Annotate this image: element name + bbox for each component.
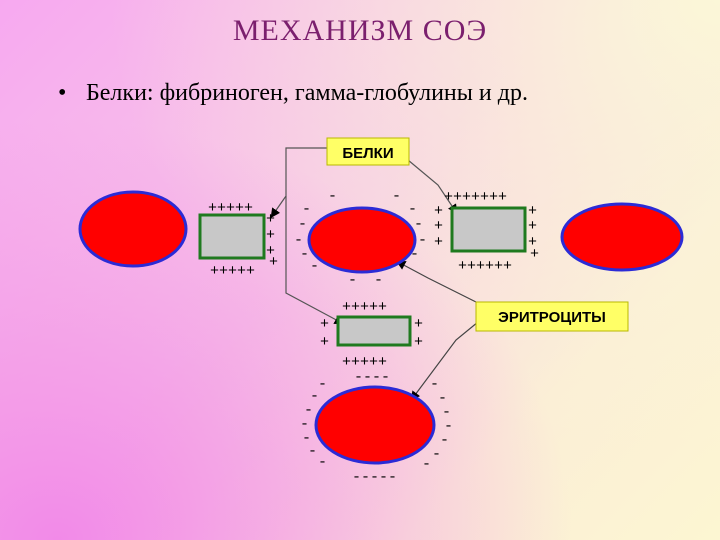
charge-minus: -: [300, 416, 309, 433]
charge-plus: +: [434, 234, 443, 251]
erythrocyte-pointer-line: [410, 321, 479, 401]
charge-plus: +: [530, 246, 539, 263]
charge-minus: -: [300, 246, 309, 263]
charge-minus: -: [308, 443, 317, 460]
charge-row: ----: [354, 369, 390, 386]
bullet-line: • Белки: фибриноген, гамма-глобулины и др…: [58, 80, 528, 107]
charge-row: +++++++: [444, 189, 507, 206]
charge-row: +++++: [342, 354, 387, 371]
charge-minus: -: [438, 390, 447, 407]
charge-row: ++++++: [458, 258, 512, 275]
charge-minus: -: [422, 456, 431, 473]
charge-minus: -: [310, 258, 319, 275]
erythrocytes-label-box: [475, 301, 629, 332]
charge-plus: +: [266, 211, 275, 228]
charge-plus: +: [434, 218, 443, 235]
charge-row: -----: [352, 469, 397, 486]
charge-minus: -: [430, 376, 439, 393]
charge-plus: +: [320, 316, 329, 333]
erythrocyte-left: [78, 190, 188, 268]
charge-minus: -: [444, 418, 453, 435]
slide-title: МЕХАНИЗМ СОЭ: [232, 14, 488, 47]
charge-minus: -: [414, 216, 423, 233]
charge-plus: +: [528, 234, 537, 251]
erythrocyte-bottom: [314, 385, 436, 465]
charge-minus: -: [310, 388, 319, 405]
charge-plus: +: [266, 227, 275, 244]
charge-plus: +: [528, 218, 537, 235]
charge-minus: -: [432, 446, 441, 463]
charge-minus: -: [348, 272, 357, 289]
charge-plus: +: [269, 254, 278, 271]
charge-minus: -: [418, 232, 427, 249]
charge-plus: +: [528, 203, 537, 220]
charge-row: +++++: [208, 200, 253, 217]
charge-minus: -: [294, 232, 303, 249]
charge-minus: -: [408, 201, 417, 218]
erythrocyte-pointer-line: [395, 260, 477, 303]
protein-pointer-line: [407, 159, 458, 214]
proteins-label: БЕЛКИ: [342, 145, 393, 162]
charge-minus: -: [298, 216, 307, 233]
protein-molecule-3: [336, 315, 412, 347]
protein-pointer-line: [285, 196, 345, 325]
charge-plus: +: [266, 243, 275, 260]
bullet-text: Белки: фибриноген, гамма-глобулины и др.: [86, 80, 528, 106]
charge-minus: -: [442, 404, 451, 421]
charge-minus: -: [302, 430, 311, 447]
protein-molecule-1: [198, 213, 266, 260]
erythrocyte-center: [307, 206, 417, 274]
charge-plus: +: [414, 334, 423, 351]
erythrocyte-right: [560, 202, 684, 272]
charge-minus: -: [318, 376, 327, 393]
charge-plus: +: [320, 334, 329, 351]
protein-pointer-line: [270, 147, 328, 218]
charge-minus: -: [410, 246, 419, 263]
charge-plus: +: [434, 203, 443, 220]
charge-row: +++++: [342, 299, 387, 316]
erythrocytes-label: ЭРИТРОЦИТЫ: [498, 309, 606, 326]
bullet-marker: •: [58, 80, 67, 106]
proteins-label-box: [326, 137, 410, 166]
charge-minus: -: [318, 454, 327, 471]
charge-minus: -: [302, 201, 311, 218]
protein-molecule-2: [450, 206, 527, 253]
charge-minus: -: [304, 402, 313, 419]
charge-minus: -: [440, 432, 449, 449]
charge-minus: -: [374, 272, 383, 289]
charge-minus: -: [328, 188, 337, 205]
charge-plus: +: [414, 316, 423, 333]
charge-minus: -: [392, 188, 401, 205]
charge-row: +++++: [210, 263, 255, 280]
